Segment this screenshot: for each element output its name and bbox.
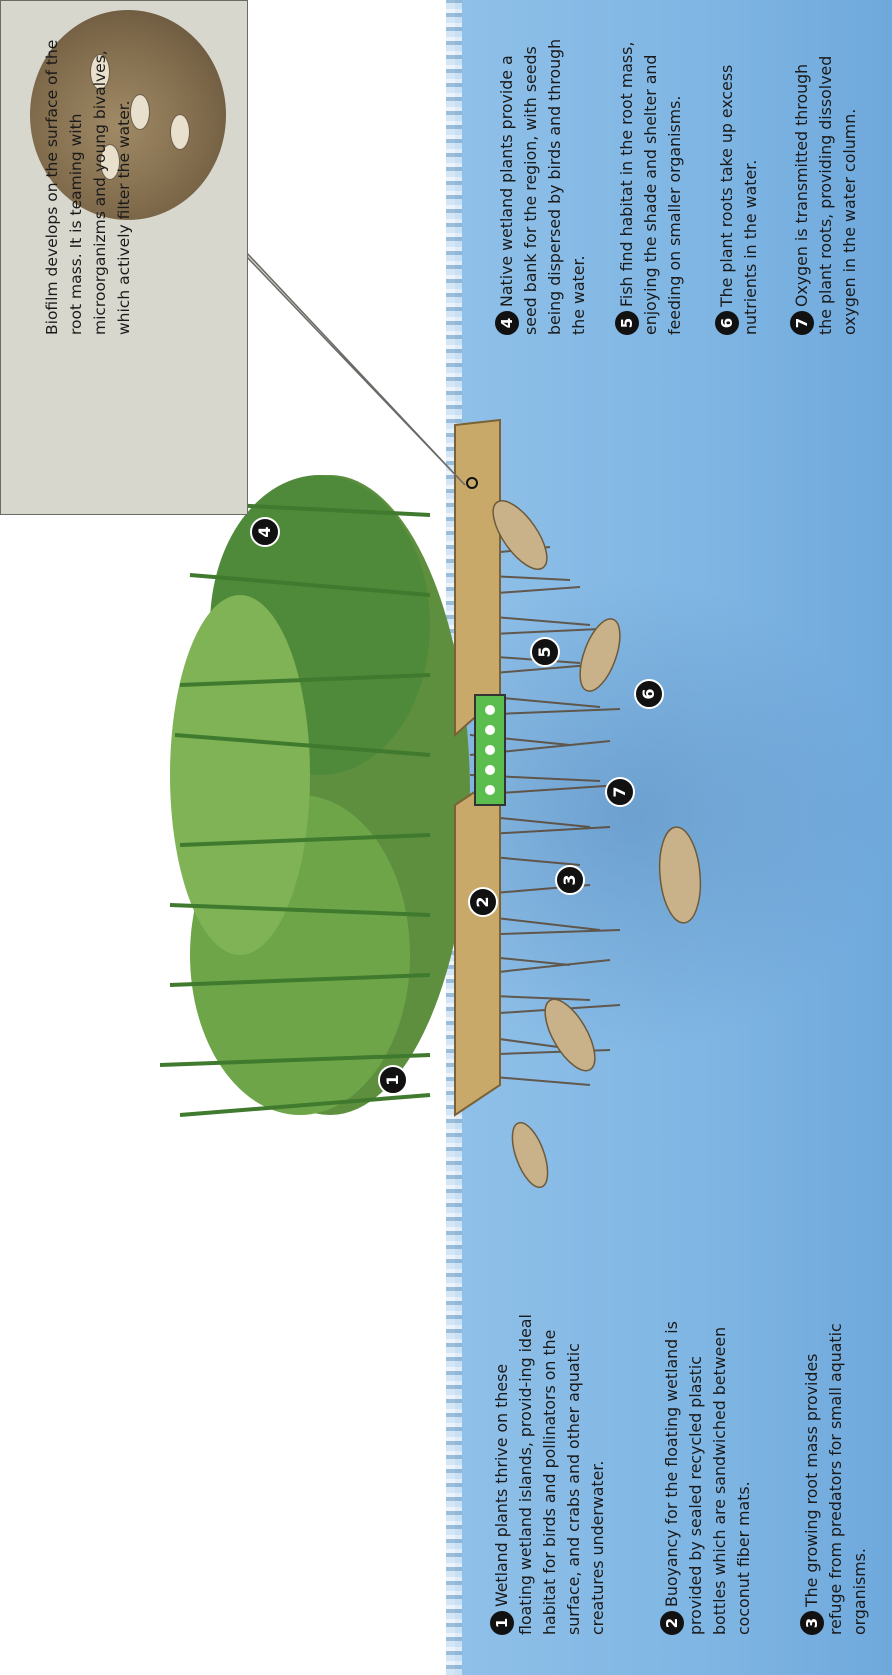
note-number: 3 bbox=[800, 1611, 824, 1635]
note-number: 4 bbox=[495, 311, 519, 335]
note-5: 5Fish find habitat in the root mass, enj… bbox=[615, 35, 687, 335]
note-1: 1Wetland plants thrive on these floating… bbox=[490, 1305, 610, 1635]
note-7: 7Oxygen is transmitted through the plant… bbox=[790, 35, 862, 335]
note-number: 1 bbox=[490, 1611, 514, 1635]
marker-4: 4 bbox=[250, 517, 280, 547]
marker-7: 7 bbox=[605, 777, 635, 807]
bivalve-icon bbox=[170, 114, 190, 150]
note-number: 5 bbox=[615, 311, 639, 335]
note-6: 6The plant roots take up excess nutrient… bbox=[715, 35, 763, 335]
note-number: 6 bbox=[715, 311, 739, 335]
note-4: 4Native wetland plants provide a seed ba… bbox=[495, 35, 591, 335]
marker-5: 5 bbox=[530, 637, 560, 667]
note-text: Wetland plants thrive on these floating … bbox=[492, 1314, 607, 1635]
note-text: Buoyancy for the floating wetland is pro… bbox=[662, 1321, 753, 1635]
note-text: The plant roots take up excess nutrients… bbox=[717, 65, 760, 335]
callout-pointer bbox=[230, 235, 465, 485]
note-text: Native wetland plants provide a seed ban… bbox=[497, 39, 588, 335]
note-text: Fish find habitat in the root mass, enjo… bbox=[617, 42, 684, 335]
marker-1: 1 bbox=[378, 1065, 408, 1095]
wetland-plants bbox=[160, 475, 470, 1115]
note-number: 2 bbox=[660, 1611, 684, 1635]
note-3: 3The growing root mass provides refuge f… bbox=[800, 1305, 872, 1635]
callout-text: Biofilm develops on the surface of the r… bbox=[40, 35, 136, 335]
note-text: The growing root mass provides refuge fr… bbox=[802, 1323, 869, 1635]
marker-2: 2 bbox=[468, 887, 498, 917]
note-text: Oxygen is transmitted through the plant … bbox=[792, 56, 859, 335]
marker-3: 3 bbox=[555, 865, 585, 895]
note-2: 2Buoyancy for the floating wetland is pr… bbox=[660, 1305, 756, 1635]
fish-group bbox=[483, 492, 704, 1191]
marker-6: 6 bbox=[634, 679, 664, 709]
note-number: 7 bbox=[790, 311, 814, 335]
